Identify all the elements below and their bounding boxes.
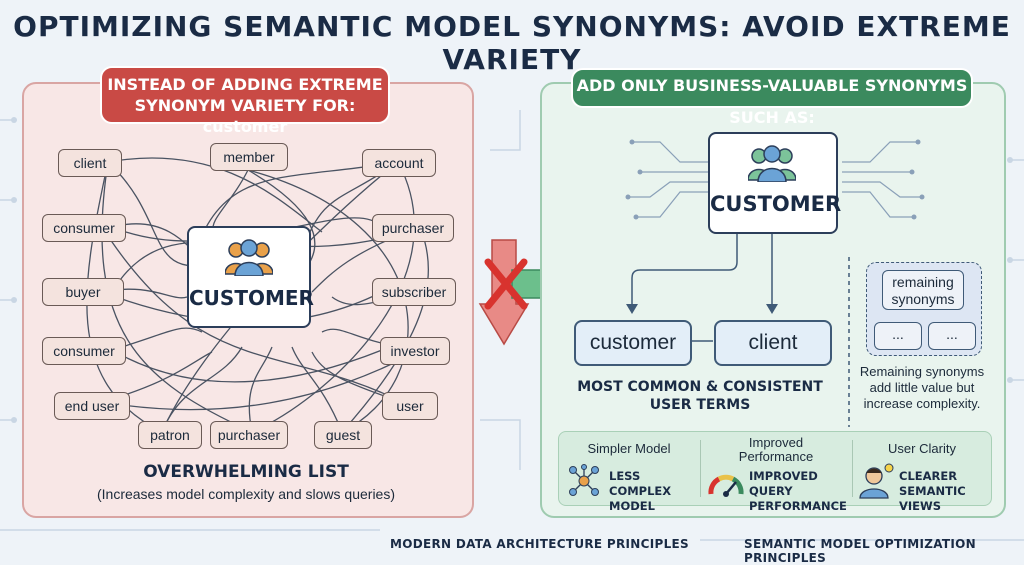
remaining-note-line: Remaining synonyms (859, 364, 985, 379)
synonym-chip: purchaser (372, 214, 454, 242)
left-customer-label: CUSTOMER (189, 286, 314, 310)
page-title: OPTIMIZING SEMANTIC MODEL SYNONYMS: AVOI… (13, 10, 1011, 76)
synonym-chip: guest (314, 421, 372, 449)
term-client: client (714, 320, 832, 366)
terms-caption-line2: USER TERMS (649, 397, 751, 413)
left-caption: OVERWHELMING LIST (143, 462, 349, 482)
benefit-text-line: PERFORMANCE (749, 499, 847, 513)
benefit-head-line: Performance (738, 449, 814, 464)
left-customer-box: CUSTOMER (187, 226, 314, 328)
remaining-note: Remaining synonyms add little value but … (852, 364, 992, 412)
left-subcaption: (Increases model complexity and slows qu… (96, 486, 395, 502)
remaining-ellipsis: ... (874, 322, 922, 350)
benefits-bar: Simpler Model LESS COMPLEX MODEL Improve… (558, 431, 992, 513)
network-icon (569, 464, 599, 496)
remaining-note-line: add little value but (869, 380, 975, 395)
benefit-text: LESS COMPLEX MODEL (609, 469, 699, 514)
synonym-chip: subscriber (372, 278, 456, 306)
benefit-head-line: Improved (748, 435, 804, 450)
footer-left: MODERN DATA ARCHITECTURE PRINCIPLES (390, 537, 689, 551)
synonym-chip: buyer (42, 278, 124, 306)
benefit-head: User Clarity (888, 441, 956, 456)
remaining-ellipsis: ... (928, 322, 976, 350)
synonym-chip: end user (54, 392, 130, 420)
benefit-head: Simpler Model (587, 441, 671, 456)
synonym-chip: patron (138, 421, 202, 449)
synonym-chip: consumer (42, 214, 126, 242)
benefit-user-clarity: User Clarity CLEARER SEMANTIC VIEWS (853, 432, 991, 513)
synonym-chip: consumer (42, 337, 126, 365)
benefit-text-line: SEMANTIC VIEWS (899, 484, 966, 513)
terms-caption-line1: MOST COMMON & CONSISTENT (577, 379, 823, 395)
footer-right: SEMANTIC MODEL OPTIMIZATION PRINCIPLES (744, 537, 976, 565)
right-banner: ADD ONLY BUSINESS-VALUABLE SYNONYMS SUCH… (571, 68, 973, 127)
remaining-line2: synonyms (891, 291, 955, 307)
remaining-note-line: increase complexity. (863, 396, 981, 411)
synonym-chip: client (58, 149, 122, 177)
right-customer-label: CUSTOMER (710, 192, 842, 216)
benefit-text-line: CLEARER (899, 469, 958, 483)
synonym-chip: user (382, 392, 438, 420)
benefit-text-line: LESS COMPLEX (609, 469, 672, 498)
synonym-chip: investor (380, 337, 450, 365)
people-icon (225, 239, 273, 276)
left-banner-line2: SYNONYM VARIETY FOR: customer (134, 96, 356, 136)
divider (700, 440, 701, 497)
right-connectors (625, 139, 925, 427)
remaining-synonyms-box: remaining synonyms (882, 270, 964, 310)
benefit-text-line: IMPROVED QUERY (749, 469, 818, 498)
benefit-simpler-model: Simpler Model LESS COMPLEX MODEL (559, 432, 699, 513)
remaining-line1: remaining (892, 274, 954, 290)
terms-caption: MOST COMMON & CONSISTENT USER TERMS (560, 378, 840, 414)
synonym-chip: member (210, 143, 288, 171)
term-customer: customer (574, 320, 692, 366)
synonym-chip: account (362, 149, 436, 177)
left-banner: INSTEAD OF ADDING EXTREME SYNONYM VARIET… (100, 66, 390, 136)
benefit-text: IMPROVED QUERY PERFORMANCE (749, 469, 851, 514)
right-customer-box: CUSTOMER (708, 132, 842, 234)
benefit-text-line: MODEL (609, 499, 655, 513)
gauge-icon (708, 474, 744, 497)
left-banner-line1: INSTEAD OF ADDING EXTREME (107, 75, 383, 94)
benefit-text: CLEARER SEMANTIC VIEWS (899, 469, 991, 514)
synonym-chip: purchaser (210, 421, 288, 449)
divider (852, 440, 853, 497)
benefit-improved-performance: Improved Performance IMPROVED QUERY PERF… (701, 432, 851, 513)
people-icon (748, 145, 796, 182)
user-idea-icon (859, 463, 894, 499)
benefit-head: Improved Performance (701, 436, 851, 464)
